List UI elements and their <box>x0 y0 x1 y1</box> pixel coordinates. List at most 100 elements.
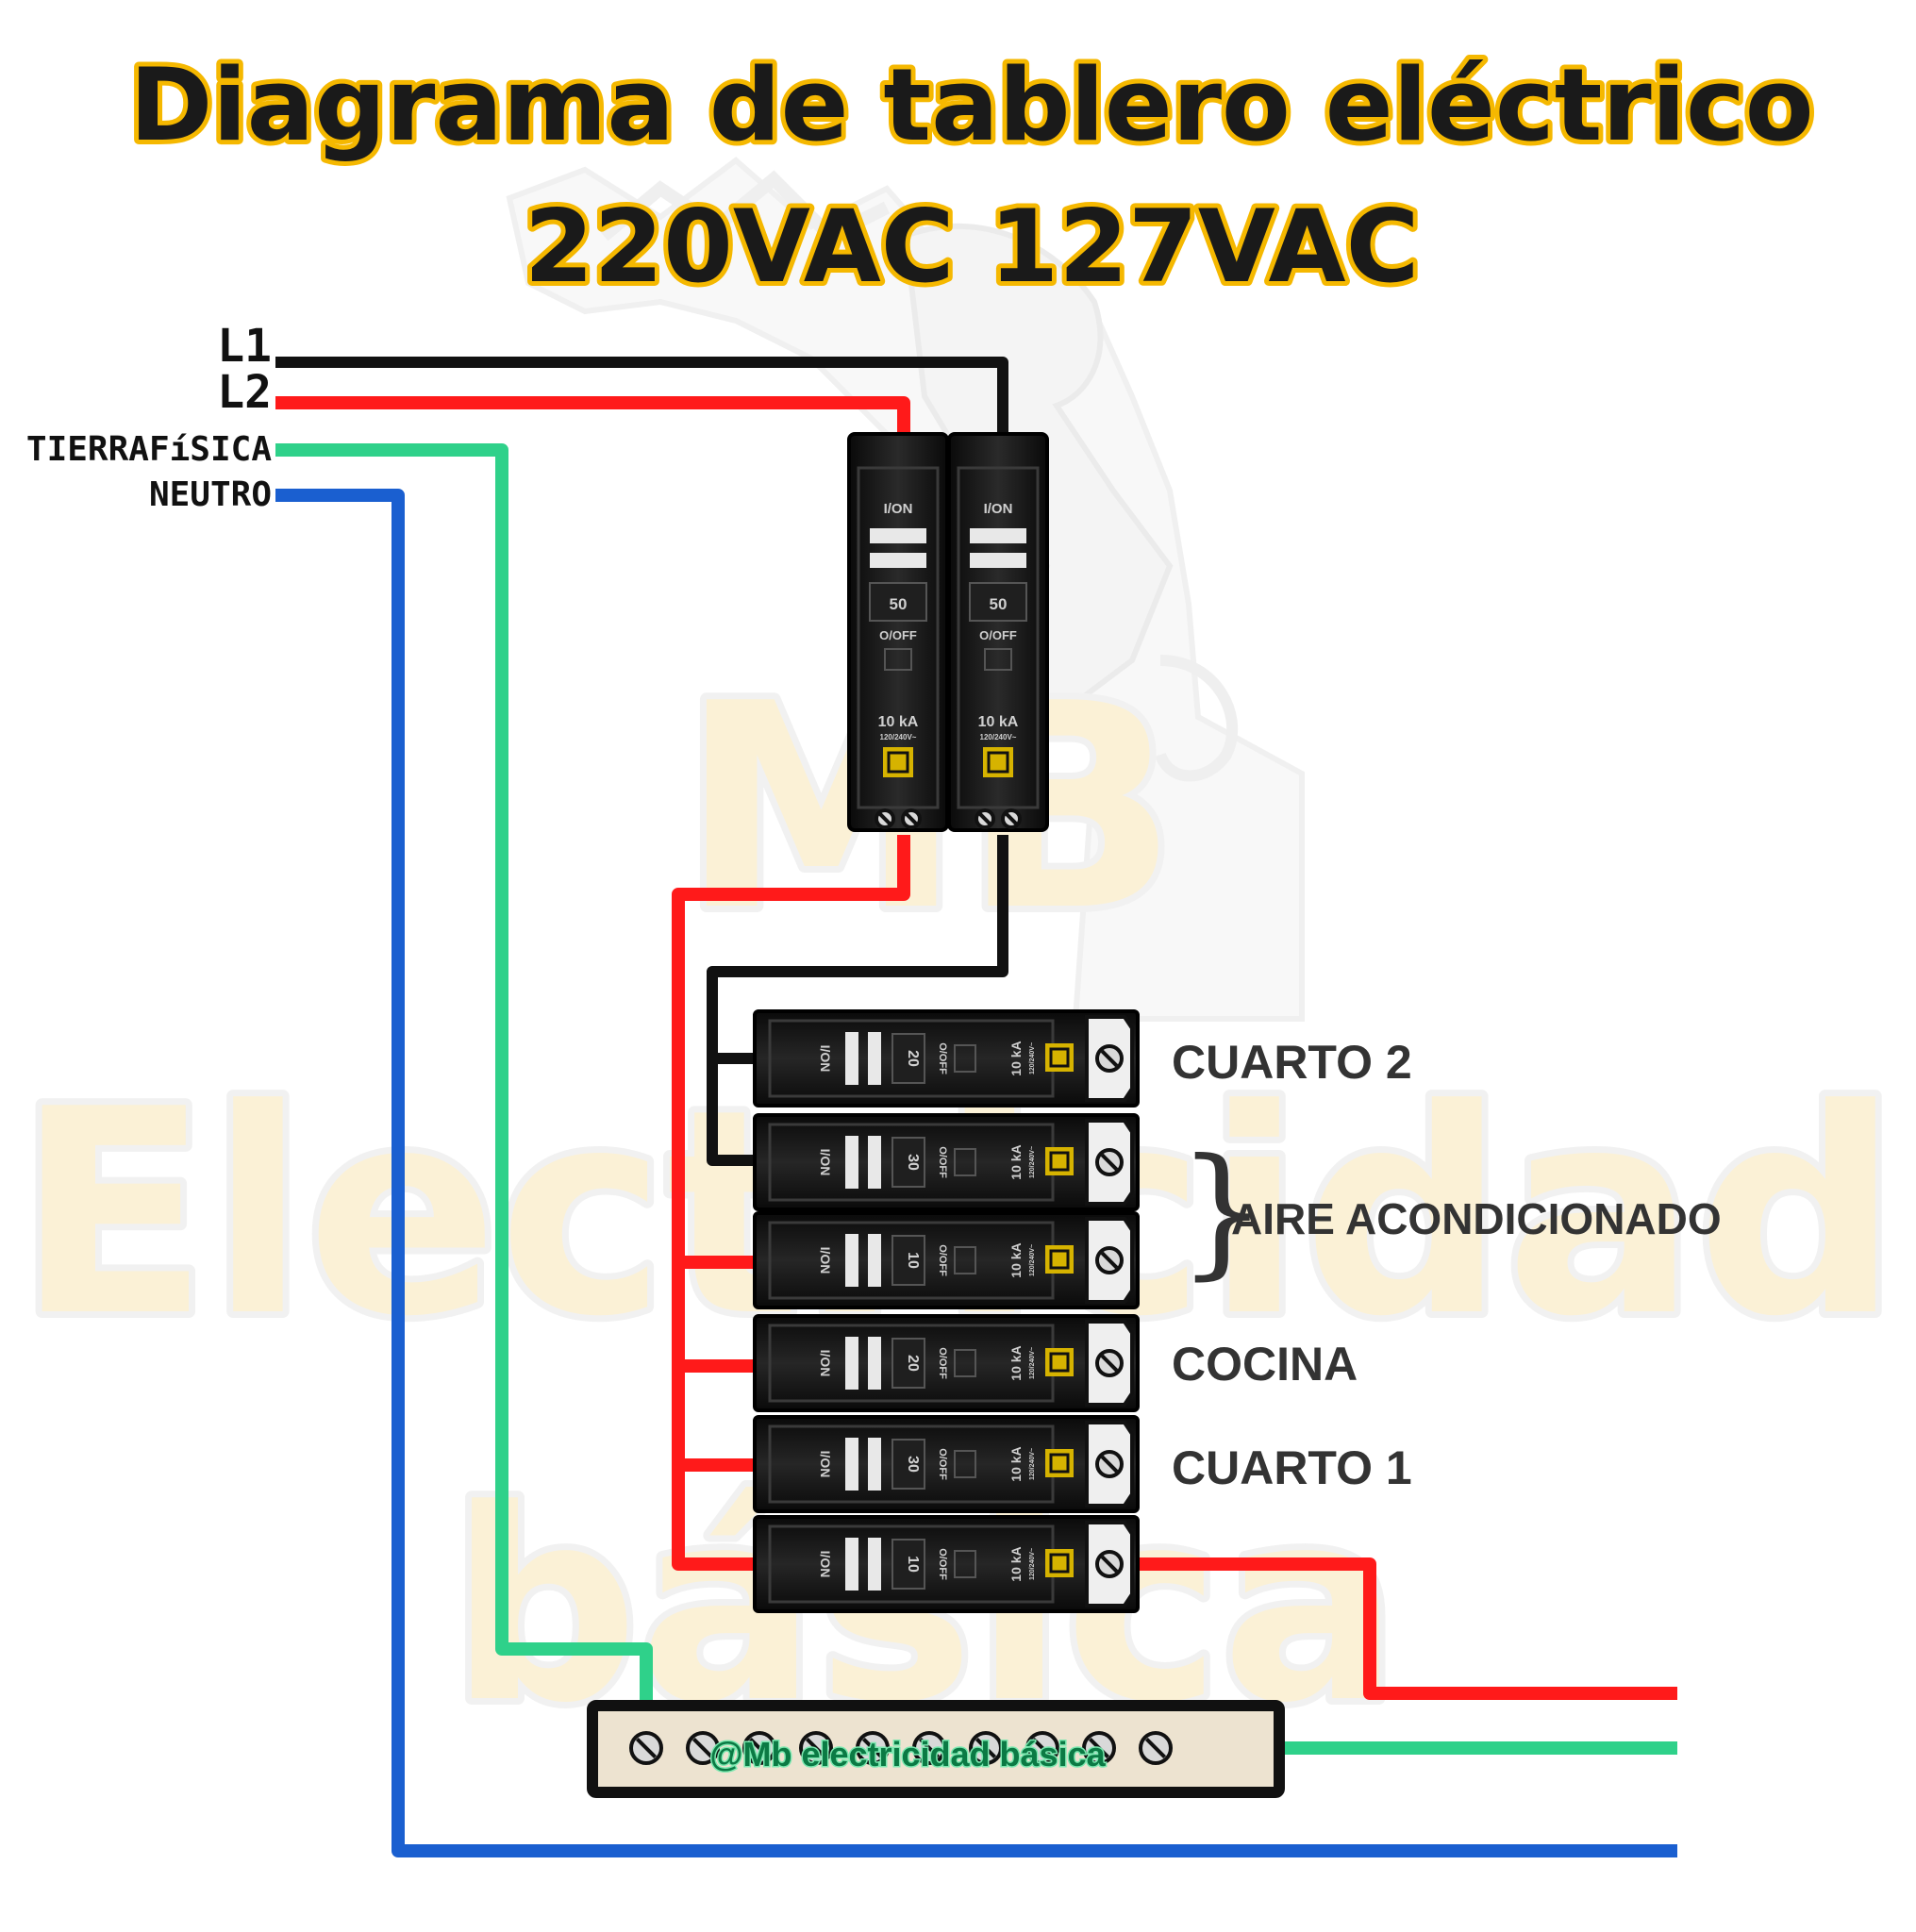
rating-label: 50 <box>990 595 1008 613</box>
terminal-screw-icon <box>1095 1550 1124 1578</box>
label-l2: L2 <box>217 366 272 419</box>
bus-screw-icon <box>742 1731 776 1765</box>
volt-label: 120/240V~ <box>1029 1347 1036 1379</box>
off-label: O/OFF <box>937 1347 948 1379</box>
label-aire-acondicionado: AIRE ACONDICIONADO <box>1231 1194 1722 1243</box>
toggle-handle <box>870 553 926 568</box>
ka-label: 10 kA <box>878 714 919 730</box>
square-d-logo-icon <box>1045 1147 1074 1175</box>
brand-label: @Mb electricidad básica <box>709 1735 1106 1774</box>
wire-l1 <box>275 357 1008 440</box>
square-d-logo-icon <box>983 747 1013 777</box>
volt-label: 120/240V~ <box>980 733 1017 741</box>
on-label: I/ON <box>884 501 913 517</box>
toggle-handle[interactable] <box>845 1438 858 1491</box>
toggle-handle[interactable] <box>845 1136 858 1189</box>
brace-icon: } <box>1177 1129 1267 1293</box>
off-label: O/OFF <box>937 1548 948 1580</box>
on-label: I/ON <box>984 501 1013 517</box>
rating-label: 20 <box>905 1050 921 1067</box>
ka-label: 10 kA <box>1008 1546 1024 1581</box>
volt-label: 120/240V~ <box>880 733 917 741</box>
toggle-handle[interactable] <box>870 528 926 543</box>
wire-l2-out <box>1140 1557 1677 1700</box>
on-label: I/ON <box>818 1045 833 1073</box>
bus-screw-icon <box>912 1731 946 1765</box>
ka-label: 10 kA <box>1008 1446 1024 1481</box>
square-d-logo-icon <box>1045 1449 1074 1477</box>
toggle-handle[interactable] <box>845 1234 858 1287</box>
rating-label: 30 <box>905 1154 921 1171</box>
wire-labels: L1 L2 TIERRAFíSICA NEUTRO <box>26 320 272 514</box>
terminal-screw-icon <box>1095 1044 1124 1073</box>
terminal-screw-icon <box>1001 808 1022 829</box>
toggle-handle <box>868 1136 881 1189</box>
main-breaker-2[interactable]: I/ON 50O/OFF 10 kA 120/240V~ <box>947 432 1049 832</box>
page-subtitle: 220VAC 127VAC <box>525 189 1420 305</box>
bus-screw-icon <box>686 1731 720 1765</box>
rating-label: 20 <box>905 1355 921 1372</box>
page-title: Diagrama de tablero eléctrico <box>129 47 1813 163</box>
terminal-screw-icon <box>1095 1349 1124 1377</box>
terminal-screw-icon <box>1095 1246 1124 1274</box>
toggle-handle <box>868 1438 881 1491</box>
branch-breaker-1[interactable]: I/ON 20 O/OFF 10 kA 120/240V~ <box>753 1009 1140 1108</box>
rating-label: 50 <box>890 595 908 613</box>
volt-label: 120/240V~ <box>1029 1244 1036 1276</box>
wire-neutral <box>275 489 1677 1857</box>
label-cocina: COCINA <box>1172 1338 1358 1391</box>
bus-screw-icon <box>1139 1731 1173 1765</box>
terminal-screw-icon <box>1095 1148 1124 1176</box>
wire-ground <box>275 443 653 1753</box>
off-label: O/OFF <box>879 628 917 642</box>
terminal-screw-icon <box>875 808 895 829</box>
off-label: O/OFF <box>979 628 1017 642</box>
on-label: I/ON <box>818 1247 833 1274</box>
ka-label: 10 kA <box>1008 1144 1024 1179</box>
terminal-screw-icon <box>901 808 922 829</box>
toggle-handle <box>970 553 1026 568</box>
ka-label: 10 kA <box>1008 1041 1024 1075</box>
toggle-handle[interactable] <box>970 528 1026 543</box>
on-label: I/ON <box>818 1451 833 1478</box>
volt-label: 120/240V~ <box>1029 1042 1036 1074</box>
ka-label: 10 kA <box>978 714 1019 730</box>
bus-screw-icon <box>856 1731 890 1765</box>
main-breakers: I/ON 50O/OFF 10 kA 120/240V~ I/ON 50O/OFF 10 k… <box>847 432 1049 832</box>
bus-screw-icon <box>1025 1731 1059 1765</box>
off-label: O/OFF <box>937 1042 948 1074</box>
toggle-handle <box>868 1538 881 1591</box>
toggle-handle[interactable] <box>845 1032 858 1085</box>
toggle-handle <box>868 1337 881 1390</box>
main-breaker-1[interactable]: I/ON 50O/OFF 10 kA 120/240V~ <box>847 432 949 832</box>
label-cuarto-2: CUARTO 2 <box>1172 1036 1412 1089</box>
toggle-handle[interactable] <box>845 1337 858 1390</box>
wire-l2 <box>275 396 910 440</box>
wire-l2-branch <box>672 835 910 1571</box>
toggle-handle <box>868 1032 881 1085</box>
square-d-logo-icon <box>1045 1043 1074 1072</box>
volt-label: 120/240V~ <box>1029 1448 1036 1480</box>
on-label: I/ON <box>818 1350 833 1377</box>
bus-screw-icon <box>799 1731 833 1765</box>
square-d-logo-icon <box>1045 1245 1074 1274</box>
label-neutral: NEUTRO <box>149 475 272 514</box>
wires <box>275 357 1677 1857</box>
rating-label: 30 <box>905 1456 921 1473</box>
label-l1: L1 <box>217 320 272 373</box>
off-label: O/OFF <box>937 1244 948 1276</box>
volt-label: 120/240V~ <box>1029 1146 1036 1178</box>
volt-label: 120/240V~ <box>1029 1548 1036 1580</box>
bus-screw-icon <box>629 1731 663 1765</box>
toggle-handle <box>868 1234 881 1287</box>
toggle-handle[interactable] <box>845 1538 858 1591</box>
square-d-logo-icon <box>1045 1549 1074 1577</box>
square-d-logo-icon <box>1045 1348 1074 1376</box>
